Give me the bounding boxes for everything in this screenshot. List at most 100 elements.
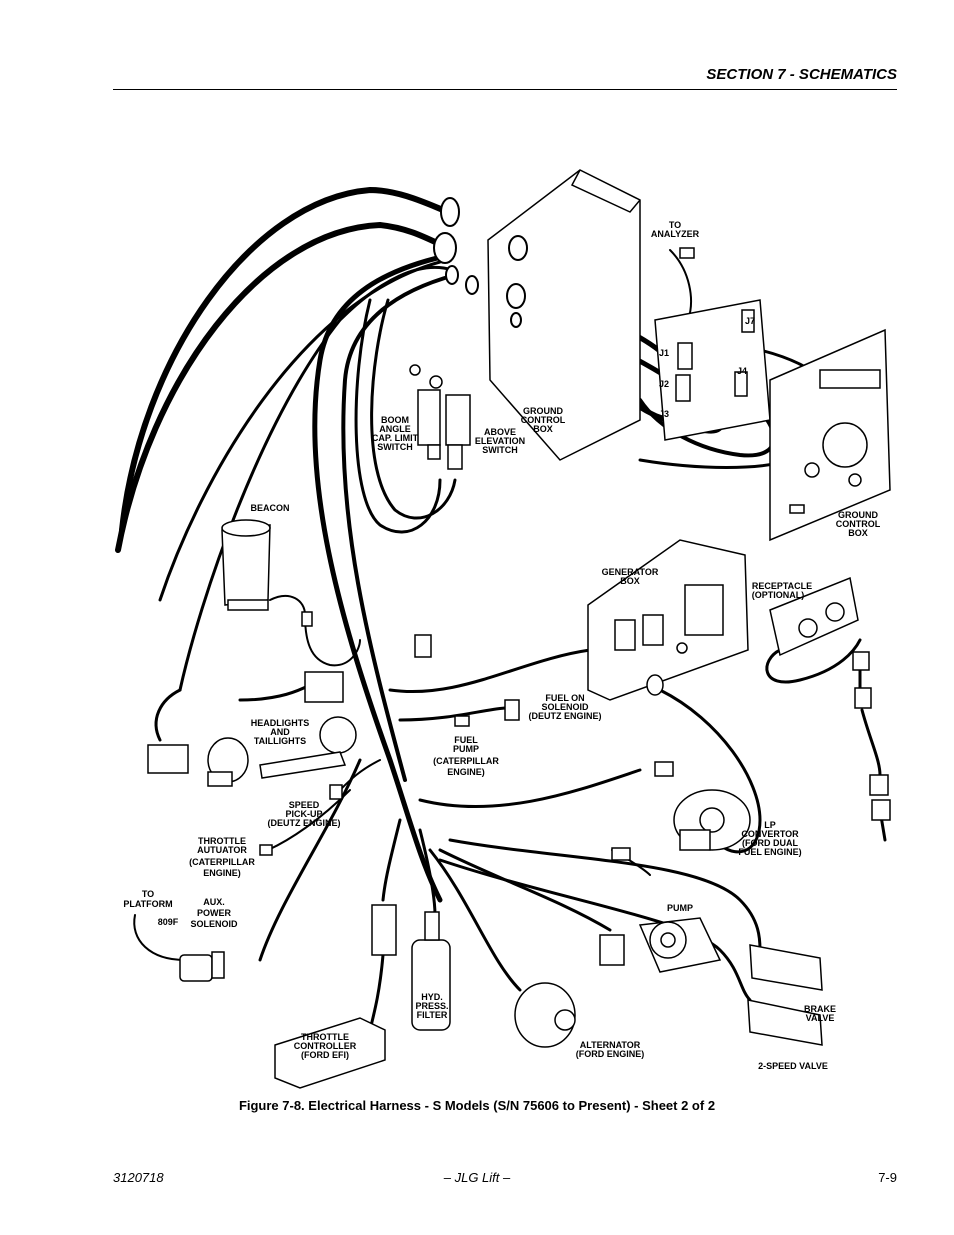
svg-text:AND: AND [270,727,290,737]
label-platform-2: PLATFORM [123,899,172,909]
label-above-2: ELEVATION [475,436,525,446]
svg-text:CONVERTOR: CONVERTOR [741,829,799,839]
label-headlights-3: TAILLIGHTS [254,736,306,746]
label-fuel-on-3: (DEUTZ ENGINE) [529,711,602,721]
label-boom-3: CAP. LIMIT [372,433,419,443]
label-speed-2: PICK-UP [285,809,322,819]
receptacle-cable [765,638,862,684]
svg-text:THROTTLE: THROTTLE [301,1032,349,1042]
svg-text:TO: TO [669,220,681,230]
label-throttle-ctrl-1: THROTTLE [301,1032,349,1042]
control-board [654,247,771,441]
label-throttle-act-1: THROTTLE [198,836,246,846]
lp-convertor-device [673,789,751,851]
filter-cable [418,828,437,917]
svg-text:ALTERNATOR: ALTERNATOR [580,1040,641,1050]
switch-loop [354,298,442,534]
svg-text:TO: TO [142,889,154,899]
svg-text:HYD.: HYD. [421,992,443,1002]
label-lp-2: CONVERTOR [741,829,799,839]
label-boom-1: BOOM [381,415,409,425]
label-brake-1: BRAKE [804,1004,836,1014]
svg-text:ANGLE: ANGLE [379,424,411,434]
label-j4: J4 [737,366,747,376]
svg-text:PRESS.: PRESS. [415,1001,448,1011]
svg-text:(FORD ENGINE): (FORD ENGINE) [576,1049,645,1059]
label-lp-1: LP [764,820,776,830]
label-speed-1: SPEED [289,800,320,810]
label-alternator-2: (FORD ENGINE) [576,1049,645,1059]
label-pump: PUMP [667,903,693,913]
svg-text:PLATFORM: PLATFORM [123,899,172,909]
ground-box-cable-2 [638,458,792,469]
label-2speed: 2-SPEED VALVE [758,1061,828,1071]
footer-page-number: 7-9 [878,1170,897,1185]
svg-text:BRAKE: BRAKE [804,1004,836,1014]
svg-text:ENGINE): ENGINE) [447,767,485,777]
svg-text:ANALYZER: ANALYZER [651,229,700,239]
receptacle-device [769,576,891,821]
svg-text:(FORD EFI): (FORD EFI) [301,1050,349,1060]
svg-text:PUMP: PUMP [667,903,693,913]
label-fuel-pump-4: ENGINE) [447,767,485,777]
svg-text:(CATERPILLAR: (CATERPILLAR [433,756,499,766]
generator-cable [388,648,592,694]
svg-text:CONTROL: CONTROL [836,519,881,529]
label-above-3: SWITCH [482,445,518,455]
beacon-cable [269,595,361,667]
label-filter-2: PRESS. [415,1001,448,1011]
main-cable-4 [178,265,454,692]
svg-text:FUEL ENGINE): FUEL ENGINE) [738,847,801,857]
main-cable-1 [119,186,451,533]
svg-text:(OPTIONAL): (OPTIONAL) [752,590,805,600]
throttle-controller-device [274,904,397,1089]
label-fuel-on-1: FUEL ON [545,693,584,703]
small-connectors [259,634,674,966]
svg-text:(CATERPILLAR: (CATERPILLAR [189,857,255,867]
label-boom-2: ANGLE [379,424,411,434]
svg-text:SOLENOID: SOLENOID [541,702,589,712]
trunk-cable [312,252,453,903]
svg-text:ENGINE): ENGINE) [203,868,241,878]
label-throttle-act-4: ENGINE) [203,868,241,878]
label-gcb2-1: GROUND [838,510,878,520]
limit-switches [409,364,471,470]
svg-text:(DEUTZ ENGINE): (DEUTZ ENGINE) [529,711,602,721]
svg-text:BOX: BOX [848,528,868,538]
svg-text:PUMP: PUMP [453,744,479,754]
label-receptacle-2: (OPTIONAL) [752,590,805,600]
label-platform-1: TO [142,889,154,899]
svg-text:FUEL ON: FUEL ON [545,693,584,703]
label-j7: J7 [745,316,755,326]
label-filter-1: HYD. [421,992,443,1002]
generator-out-cable [658,688,762,854]
label-j3: J3 [659,409,669,419]
label-gcb2-3: BOX [848,528,868,538]
svg-text:HEADLIGHTS: HEADLIGHTS [251,718,310,728]
label-receptacle-1: RECEPTACLE [752,581,812,591]
pump-cable [438,848,612,932]
speed-pickup-cable [339,759,381,791]
label-filter-3: FILTER [417,1010,448,1020]
svg-text:(FORD DUAL: (FORD DUAL [742,838,798,848]
svg-text:GENERATOR: GENERATOR [602,567,659,577]
label-headlights-2: AND [270,727,290,737]
headlight-devices [147,671,357,787]
label-j2: J2 [659,379,669,389]
svg-text:(DEUTZ ENGINE): (DEUTZ ENGINE) [268,818,341,828]
label-to-analyzer-1: TO [669,220,681,230]
svg-text:SWITCH: SWITCH [482,445,518,455]
label-generator-2: BOX [620,576,640,586]
trunk-cable-b [341,273,457,782]
label-fuel-pump-3: (CATERPILLAR [433,756,499,766]
svg-text:GROUND: GROUND [523,406,563,416]
svg-text:GROUND: GROUND [838,510,878,520]
bulkhead-connectors [433,197,528,328]
label-fuel-on-2: SOLENOID [541,702,589,712]
footer-doc-number: 3120718 [113,1170,164,1185]
switch-loop-2 [370,298,457,520]
svg-text:FUEL: FUEL [454,735,478,745]
svg-text:BOOM: BOOM [381,415,409,425]
aux-solenoid-cable [258,758,362,962]
